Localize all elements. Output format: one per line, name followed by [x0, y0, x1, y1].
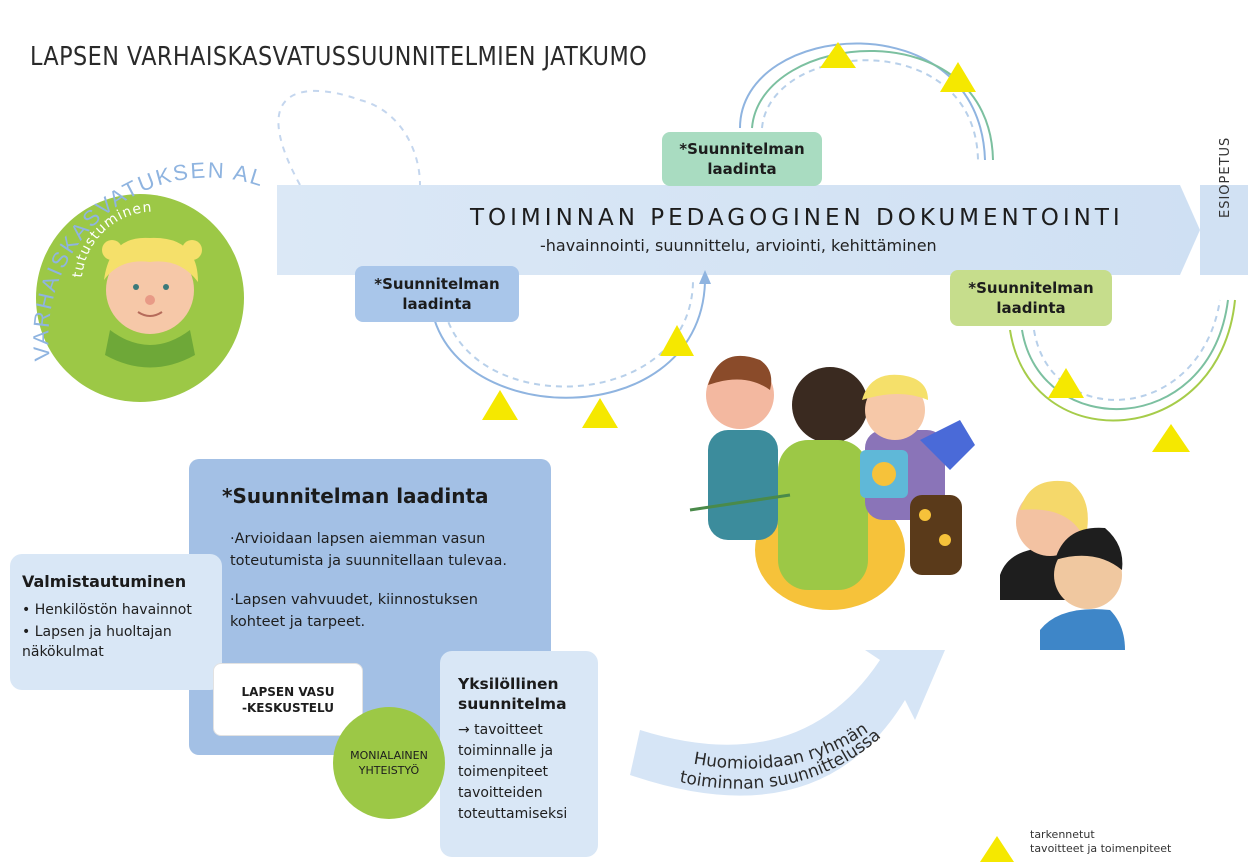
multiprofessional-line2: YHTEISTYÖ	[358, 764, 420, 777]
plan-tag-line2: laadinta	[996, 299, 1066, 317]
documentation-band	[277, 185, 1200, 275]
legend-label: tarkennetut tavoitteet ja toimenpiteet	[1030, 828, 1230, 856]
plan-tag-line1: *Suunnitelman	[679, 140, 805, 158]
preparation-title: Valmistautuminen	[22, 572, 187, 591]
individual-plan-box	[440, 651, 598, 857]
preparation-item: • Henkilöstön havainnot	[22, 602, 192, 618]
plan-tag-blue: *Suunnitelman laadinta	[355, 266, 519, 322]
bottom-arc-blue	[429, 281, 706, 399]
bottom-arc-dashed	[441, 281, 694, 388]
plan-tag-line1: *Suunnitelman	[374, 275, 500, 293]
plan-tag-line2: laadinta	[707, 160, 777, 178]
band-title: TOIMINNAN PEDAGOGINEN DOKUMENTOINTI	[470, 205, 1124, 231]
plan-tag-line2: laadinta	[402, 295, 472, 313]
legend-line1: tarkennetut	[1030, 828, 1095, 841]
top-arc-dashed	[761, 59, 979, 161]
triangle-marker	[1048, 368, 1084, 398]
right-arc-green	[1021, 299, 1229, 411]
right-arc-dashed	[1033, 299, 1221, 401]
triangle-marker	[582, 398, 618, 428]
plan-box-item: ·Lapsen vahvuudet, kiinnostuksen kohteet…	[230, 592, 478, 630]
individual-plan-text: → tavoitteet toiminnalle ja toimenpiteet…	[458, 722, 568, 822]
multiprofessional-line1: MONIALAINEN	[350, 749, 428, 762]
start-dashed-loop	[277, 89, 421, 186]
vasu-discussion-line1: LAPSEN VASU	[241, 684, 335, 699]
plan-box-title: *Suunnitelman laadinta	[222, 484, 489, 508]
preparation-box	[10, 554, 222, 690]
triangle-marker	[660, 325, 694, 356]
legend-triangle-icon	[980, 836, 1014, 862]
vasu-discussion-box: LAPSEN VASU -KESKUSTELU	[213, 663, 363, 736]
group-arrow-shape	[630, 650, 945, 796]
legend-line2: tavoitteet ja toimenpiteet	[1030, 842, 1172, 855]
plan-box-item: ·Arvioidaan lapsen aiemman vasun toteutu…	[230, 531, 508, 569]
triangle-marker	[940, 62, 976, 92]
adult-faces-illustration	[1000, 480, 1125, 650]
triangle-marker	[820, 42, 856, 68]
preparation-item: • Lapsen ja huoltajan näkökulmat	[22, 624, 172, 660]
triangle-markers	[482, 42, 1190, 862]
triangle-marker	[1152, 424, 1190, 452]
esiopetus-label: ESIOPETUS	[1218, 136, 1233, 218]
triangle-marker	[482, 390, 518, 420]
individual-plan-title: Yksilöllinen suunnitelma	[458, 675, 567, 713]
child-face-illustration	[102, 237, 202, 368]
multiprofessional-circle: MONIALAINEN YHTEISTYÖ	[333, 707, 445, 819]
plan-tag-green: *Suunnitelman laadinta	[662, 132, 822, 186]
top-arc-green	[751, 50, 994, 161]
esiopetus-block	[1200, 185, 1248, 275]
right-arc-lime	[1009, 299, 1236, 422]
diagram-title: LAPSEN VARHAISKASVATUSSUUNNITELMIEN JATK…	[30, 42, 648, 72]
top-arc-blue	[739, 42, 986, 161]
vasu-discussion-line2: -KESKUSTELU	[242, 700, 334, 715]
bottom-arc-arrowhead	[699, 270, 711, 284]
children-group-illustration	[689, 355, 975, 610]
band-subtitle: -havainnointi, suunnittelu, arviointi, k…	[540, 236, 937, 255]
plan-tag-line1: *Suunnitelman	[968, 279, 1094, 297]
plan-tag-lime: *Suunnitelman laadinta	[950, 270, 1112, 326]
